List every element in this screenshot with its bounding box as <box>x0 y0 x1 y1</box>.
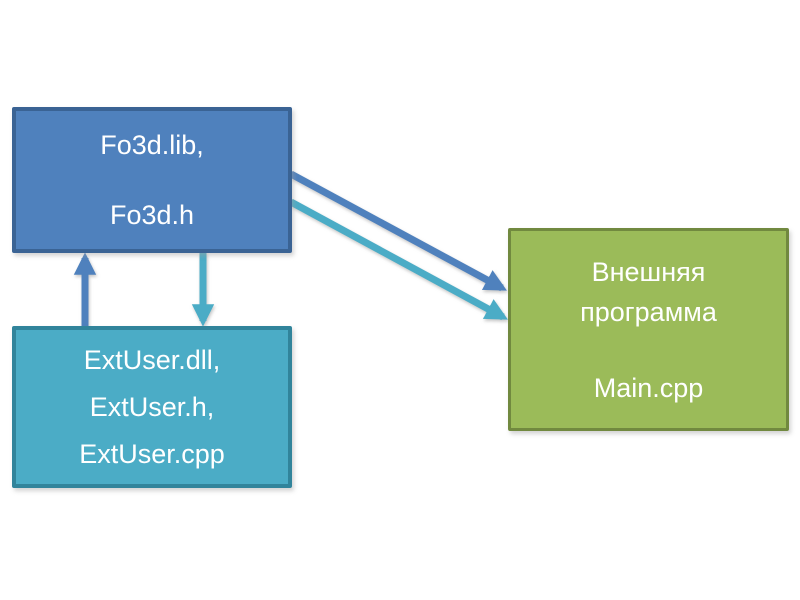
node-external-program-line-1: Внешняя <box>591 256 706 287</box>
node-fo3d-line-2: Fo3d.h <box>109 200 195 230</box>
node-extuser-line-3: ExtUser.cpp <box>79 438 225 469</box>
node-fo3d-line-1: Fo3d.lib, <box>100 130 204 160</box>
node-external-program-line-3: Main.cpp <box>593 372 704 403</box>
node-extuser-line-2: ExtUser.h, <box>89 391 215 422</box>
arrow-fo3d-to-main-blue <box>289 170 507 292</box>
node-external-program-line-2: программа <box>580 296 717 327</box>
node-extuser-line-1: ExtUser.dll, <box>83 344 221 375</box>
node-fo3d: Fo3d.lib, Fo3d.h <box>12 107 292 253</box>
node-extuser: ExtUser.dll, ExtUser.h, ExtUser.cpp <box>12 326 292 488</box>
node-external-program: Внешняя программа Main.cpp <box>508 228 789 431</box>
arrow-fo3d-to-main-teal <box>289 198 508 321</box>
